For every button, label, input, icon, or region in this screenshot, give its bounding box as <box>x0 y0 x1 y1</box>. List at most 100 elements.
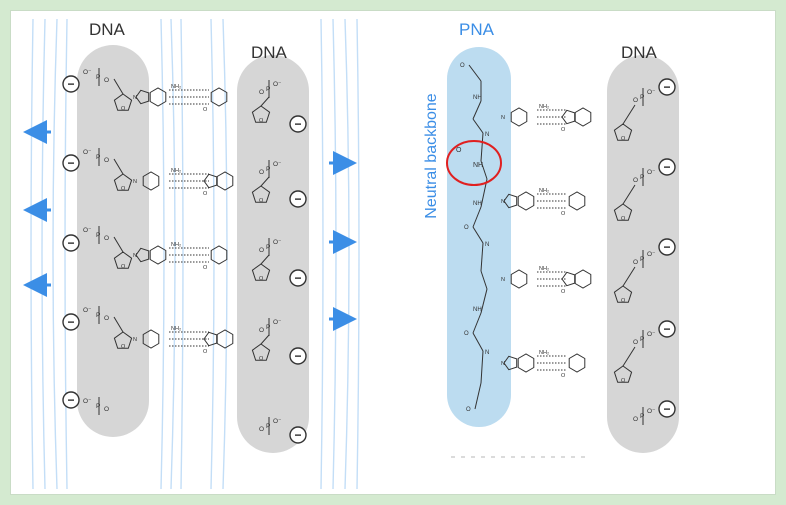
sugar-ring: O <box>113 173 133 192</box>
base-ring <box>149 87 167 107</box>
minus-circle-icon: − <box>658 238 676 256</box>
sugar-ring: O <box>613 123 633 142</box>
field-line <box>180 18 184 490</box>
amine-label: NH₂ <box>539 104 549 110</box>
bond-line <box>480 270 488 290</box>
bond-line <box>480 160 488 180</box>
phosphate-o-minus-label: O⁻ <box>273 161 282 168</box>
phosphate-o-minus-label: O⁻ <box>83 149 92 156</box>
bond-line <box>113 316 124 333</box>
phosphate-p-label: P <box>266 166 270 173</box>
sugar-pentagon <box>251 185 271 203</box>
pna-o-label: O <box>460 63 465 69</box>
base-ring <box>135 247 150 263</box>
amine-label: NH₂ <box>539 188 549 194</box>
sugar-o-label: O <box>621 298 626 304</box>
phosphate-o-label: O <box>104 235 109 242</box>
bond-line <box>472 118 484 134</box>
base-ring <box>574 107 592 127</box>
charge-minus-sign: − <box>67 393 74 407</box>
carbonyl-label: O <box>561 127 566 133</box>
base-ring <box>142 171 160 191</box>
sugar-pentagon <box>113 251 133 269</box>
bond-line <box>468 64 482 82</box>
amide-highlight-circle <box>446 140 502 186</box>
bond-line <box>472 226 484 244</box>
bond-line <box>622 266 636 287</box>
base-ring <box>135 89 150 105</box>
pna-nh-label: NH <box>473 201 482 207</box>
charge-minus-sign: − <box>294 428 301 442</box>
phosphate-group: PO⁻O <box>259 417 282 435</box>
bond-line <box>113 78 124 95</box>
minus-circle-icon: − <box>62 313 80 331</box>
amine-label: NH₂ <box>171 242 181 248</box>
phosphate-p-label: P <box>96 403 100 410</box>
phosphate-o-label: O <box>259 327 264 334</box>
pna-n-label: N <box>485 132 489 138</box>
sugar-pentagon <box>113 93 133 111</box>
sugar-o-label: O <box>621 216 626 222</box>
phosphate-o-label: O <box>633 339 638 346</box>
minus-circle-icon: − <box>658 158 676 176</box>
phosphate-o-label: O <box>259 169 264 176</box>
base-ring <box>216 329 234 349</box>
sugar-ring: O <box>251 343 271 362</box>
bond-line <box>472 206 482 228</box>
charge-minus-sign: − <box>294 192 301 206</box>
sugar-pentagon <box>613 203 633 221</box>
phosphate-group: PO⁻O <box>83 68 109 86</box>
field-line <box>30 18 34 490</box>
phosphate-o-label: O <box>633 177 638 184</box>
charge-ring <box>62 391 80 409</box>
bond-line <box>472 100 482 120</box>
dna-label-right: DNA <box>621 43 657 62</box>
minus-circle-icon: − <box>289 426 307 444</box>
phosphate-group: PO⁻O <box>633 88 656 106</box>
phosphate-o-label: O <box>104 406 109 413</box>
bond-line <box>480 350 484 384</box>
phosphate-o-minus-label: O⁻ <box>647 169 656 176</box>
neutral-backbone-label: Neutral backbone <box>423 93 440 219</box>
sugar-pentagon <box>113 331 133 349</box>
phosphate-p-label: P <box>96 312 100 319</box>
field-line <box>210 18 215 490</box>
charge-minus-sign: − <box>663 160 670 174</box>
phosphate-group: PO⁻O <box>83 148 109 166</box>
sugar-pentagon <box>251 105 271 123</box>
field-line <box>320 18 324 490</box>
phosphate-group: PO⁻O <box>83 226 109 244</box>
charge-ring <box>658 238 676 256</box>
glycosidic-n-label: N <box>133 95 137 101</box>
pna-n-label: N <box>485 350 489 356</box>
bond-line <box>480 288 488 314</box>
minus-circle-icon: − <box>289 115 307 133</box>
phosphate-o-minus-label: O⁻ <box>83 307 92 314</box>
phosphate-group: PO⁻O <box>633 250 656 268</box>
dna-strand-left-1 <box>77 45 149 437</box>
carbonyl-label: O <box>203 265 208 271</box>
glycosidic-n-label: N <box>501 115 505 121</box>
sugar-o-label: O <box>621 136 626 142</box>
phosphate-p-label: P <box>266 86 270 93</box>
phosphate-o-minus-label: O⁻ <box>83 227 92 234</box>
phosphate-group: PO⁻ O <box>259 160 282 178</box>
minus-circle-icon: − <box>658 78 676 96</box>
field-line <box>356 18 360 490</box>
field-line <box>332 18 337 490</box>
sugar-pentagon <box>251 343 271 361</box>
phosphate-group: PO⁻O <box>259 318 282 336</box>
bond-line <box>260 334 270 345</box>
amide-o-label: O <box>456 147 462 154</box>
charge-ring <box>658 158 676 176</box>
charge-ring <box>289 347 307 365</box>
charge-minus-sign: − <box>663 402 670 416</box>
sugar-o-label: O <box>121 186 126 192</box>
charge-ring <box>289 269 307 287</box>
carbonyl-label: O <box>561 373 566 379</box>
bond-line <box>480 242 484 272</box>
sugar-o-label: O <box>121 106 126 112</box>
